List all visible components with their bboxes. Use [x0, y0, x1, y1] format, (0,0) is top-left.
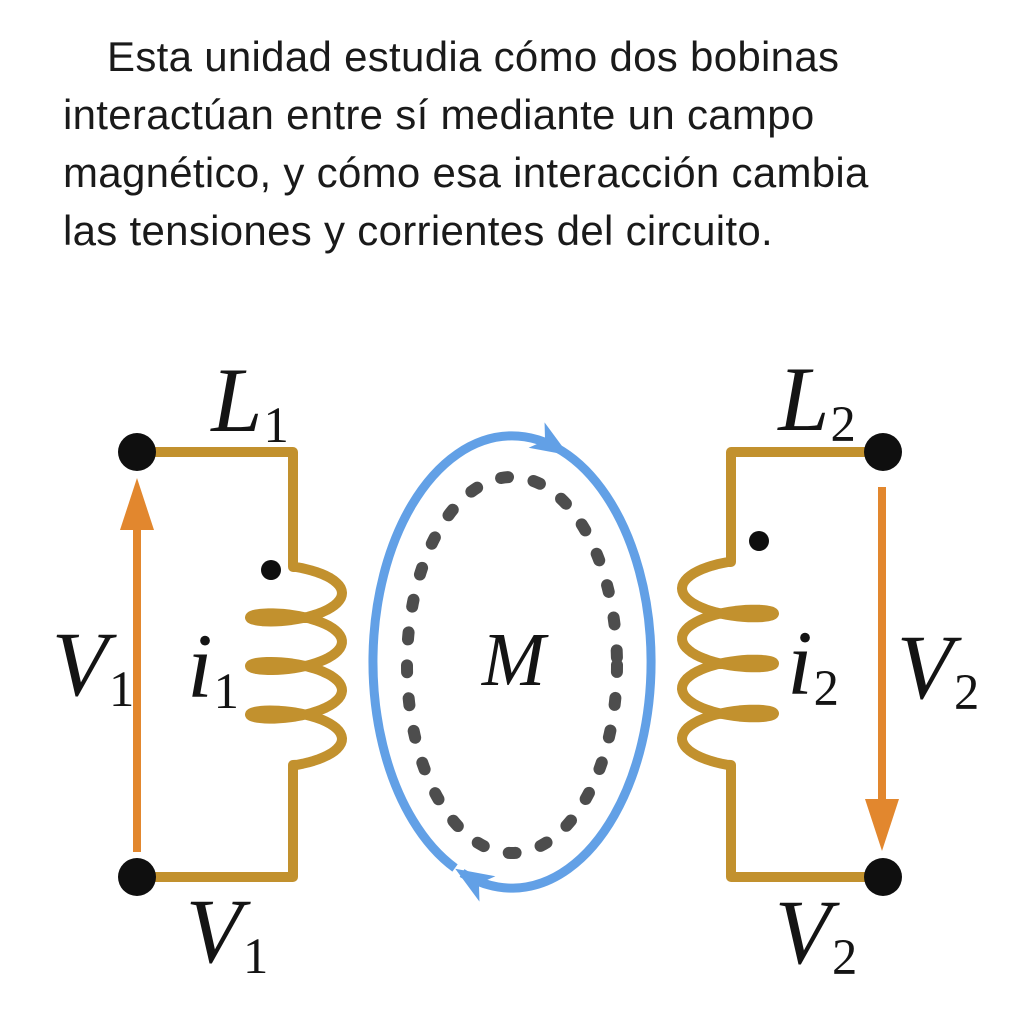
voltage-arrow-v1-head: [120, 478, 154, 530]
label-v2-bottom-base: V: [774, 881, 831, 983]
right-circuit-wire-and-coil: [677, 447, 888, 882]
intro-paragraph: Esta unidad estudia cómo dos bobinas int…: [63, 28, 1023, 260]
label-l1-sub: 1: [263, 397, 289, 454]
left-circuit-wire-and-coil: [132, 447, 347, 882]
label-v1-side-sub: 1: [108, 661, 135, 718]
label-i2-base: i: [787, 612, 813, 714]
label-i1-sub: 1: [213, 663, 239, 720]
label-l2-base: L: [778, 348, 830, 450]
terminal-dot-bottom-left: [118, 858, 156, 896]
terminal-dot-bottom-right: [864, 858, 902, 896]
label-v2-bottom: V2: [775, 886, 858, 982]
label-v2-side-base: V: [896, 616, 953, 718]
label-i1-base: i: [187, 615, 213, 717]
terminal-dot-top-left: [118, 433, 156, 471]
label-i2-sub: 2: [813, 660, 839, 717]
intro-line-1: Esta unidad estudia cómo dos bobinas: [107, 33, 840, 80]
label-v2-side-sub: 2: [953, 664, 980, 721]
coupling-dashed-ellipse: [401, 471, 623, 859]
intro-line-3: magnético, y cómo esa interacción cambia: [63, 149, 869, 196]
label-v1-bottom-base: V: [185, 880, 242, 982]
voltage-arrow-v2-head: [865, 799, 899, 851]
label-v1-side: V1: [52, 618, 135, 714]
label-l2: L2: [778, 353, 855, 449]
label-v1-side-base: V: [51, 613, 108, 715]
label-l1-base: L: [211, 349, 263, 451]
label-m: M: [482, 622, 546, 698]
terminal-dot-top-right: [864, 433, 902, 471]
polarity-dot-right: [749, 531, 769, 551]
label-i2: i2: [787, 617, 839, 713]
label-v2-side: V2: [897, 621, 980, 717]
intro-line-4: las tensiones y corrientes del circuito.: [63, 207, 773, 254]
label-l1: L1: [211, 354, 288, 450]
label-i1: i1: [187, 620, 239, 716]
flux-loop: [368, 422, 656, 902]
label-v1-bottom: V1: [186, 885, 269, 981]
label-m-base: M: [481, 618, 546, 702]
label-v2-bottom-sub: 2: [831, 929, 858, 986]
intro-line-2: interactúan entre sí mediante un campo: [63, 91, 815, 138]
label-l2-sub: 2: [830, 396, 856, 453]
polarity-dot-left: [261, 560, 281, 580]
label-v1-bottom-sub: 1: [242, 928, 269, 985]
